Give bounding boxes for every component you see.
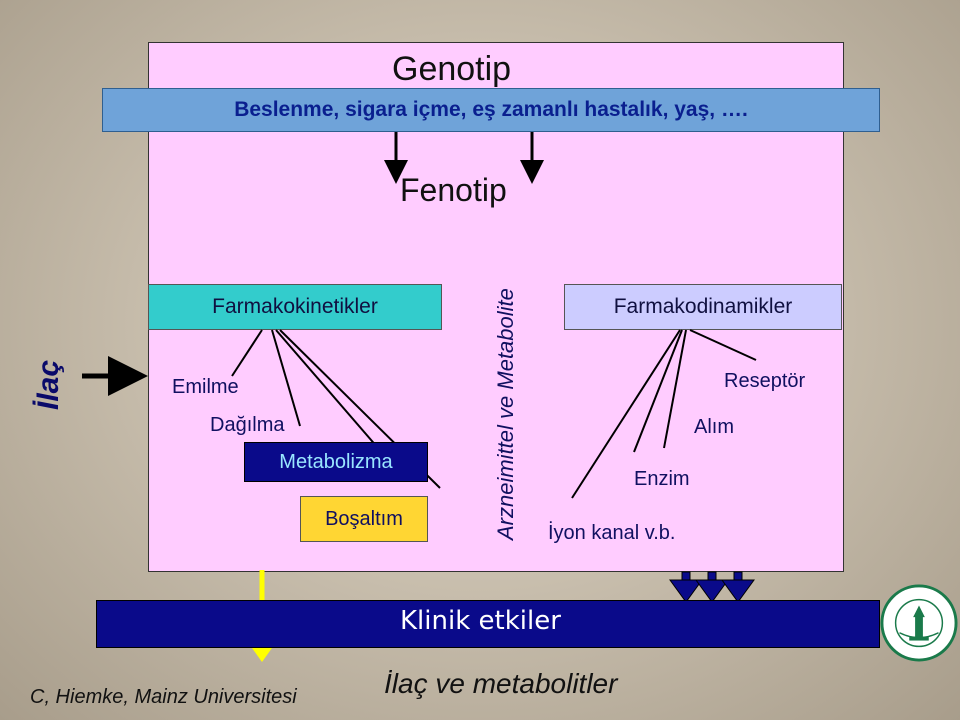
- pd-line-uptake: [663, 329, 687, 449]
- excretion-box: Boşaltım: [300, 496, 428, 542]
- genotype-title: Genotip: [392, 50, 512, 88]
- pharmacokinetics-title: Farmakokinetikler: [212, 295, 378, 318]
- university-logo-icon: [880, 584, 958, 662]
- clinical-effects-bar: [96, 600, 880, 648]
- factors-label: Beslenme, sigara içme, eş zamanlı hastal…: [234, 98, 748, 121]
- clinical-effects-label: Klinik etkiler: [400, 606, 561, 636]
- drug-side-label: İlaç: [32, 359, 65, 411]
- pd-line-receptor: [689, 329, 757, 361]
- pd-item-ion-channel: İyon kanal v.b.: [548, 522, 676, 544]
- pk-item-excretion: Boşaltım: [325, 507, 403, 530]
- pk-item-absorption: Emilme: [172, 376, 239, 398]
- pk-item-distribution: Dağılma: [210, 414, 285, 436]
- pd-item-receptor: Reseptör: [724, 370, 806, 392]
- pd-arrow-1-head: [669, 579, 703, 603]
- pk-item-metabolism: Metabolizma: [279, 450, 393, 473]
- phenotype-title: Fenotip: [400, 172, 507, 208]
- pd-item-uptake: Alım: [694, 416, 734, 438]
- pd-line-enzyme: [633, 329, 683, 453]
- pharmacodynamics-title: Farmakodinamikler: [613, 295, 793, 318]
- pd-item-enzyme: Enzim: [634, 468, 690, 490]
- pd-arrow-3-head: [721, 579, 755, 603]
- pd-arrows-group: [669, 571, 755, 603]
- pharmacodynamics-box: Farmakodinamikler: [564, 284, 842, 330]
- metabolism-box: Metabolizma: [244, 442, 428, 482]
- pk-line-distribution: [271, 329, 301, 427]
- pk-line-absorption: [231, 329, 263, 377]
- credit-label: C, Hiemke, Mainz Universitesi: [30, 686, 297, 708]
- metabolite-label: Arzneimittel ve Metabolite: [493, 288, 518, 540]
- pd-line-ion-channel: [571, 329, 681, 499]
- pk-line-metabolism: [275, 329, 379, 449]
- drug-metabolites-label: İlaç ve metabolitler: [384, 668, 618, 699]
- pharmacokinetics-box: Farmakokinetikler: [148, 284, 442, 330]
- arrow-yellow-head: [252, 648, 272, 662]
- pd-arrow-2-head: [695, 579, 729, 603]
- factors-box: Beslenme, sigara içme, eş zamanlı hastal…: [102, 88, 880, 132]
